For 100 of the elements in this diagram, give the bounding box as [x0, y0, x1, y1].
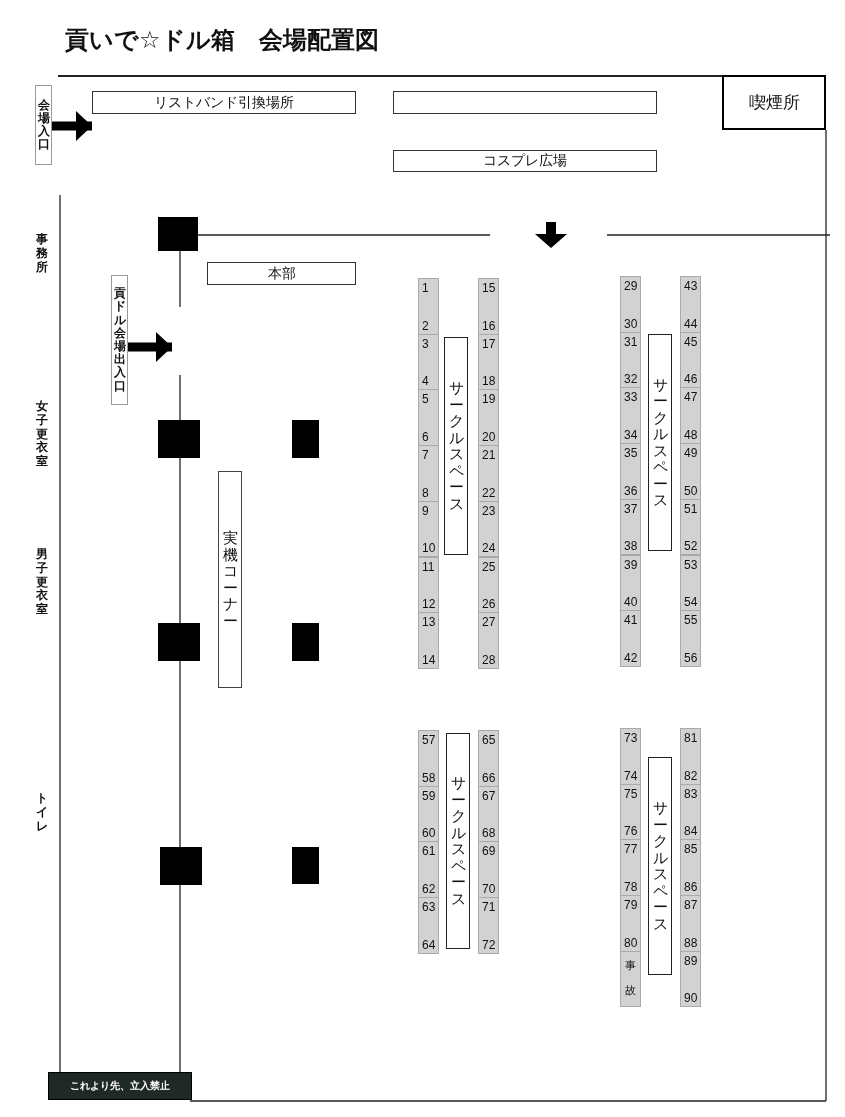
- booth-number: 66: [482, 770, 496, 785]
- area-label: サークルスペース: [448, 380, 464, 512]
- booth-cell: [418, 500, 439, 558]
- area-box: [92, 91, 356, 114]
- area-label: 本部: [267, 264, 296, 283]
- booth-cell: [620, 276, 641, 333]
- booth-cell: [680, 839, 701, 897]
- booth-number: 58: [422, 770, 436, 785]
- booth-number: 73: [624, 731, 638, 745]
- booth-number: 31: [624, 334, 638, 349]
- booth-number: 2: [422, 318, 429, 333]
- circle-space-box: [444, 337, 468, 555]
- booth-cell: [478, 389, 499, 447]
- booth-number: 90: [684, 991, 698, 1006]
- booth-cell: [478, 500, 499, 558]
- booth-number: 75: [624, 786, 638, 801]
- booth-number: 49: [684, 446, 698, 461]
- booth-label: 事故: [625, 957, 636, 999]
- booth-number: 79: [624, 898, 638, 913]
- booth-number: 29: [624, 279, 638, 293]
- booth-cell: [478, 278, 499, 335]
- booth-cell: [478, 333, 499, 391]
- booth-number: 62: [422, 882, 436, 897]
- booth-number: 74: [624, 768, 638, 783]
- area-label: コスプレ広場: [483, 152, 567, 170]
- booth-cell: [680, 331, 701, 389]
- booth-number: 9: [422, 503, 429, 518]
- booth-cell: [478, 556, 499, 614]
- booth-number: 70: [482, 882, 496, 897]
- booth-number: 30: [624, 316, 638, 331]
- booth-number: 22: [482, 485, 496, 500]
- area-label: リストバンド引換場所: [154, 93, 294, 112]
- booth-cell: [418, 445, 439, 502]
- booth-cell: [418, 841, 439, 899]
- booth-cell: [680, 276, 701, 333]
- area-label: 貢ドル会場出入口: [113, 287, 126, 393]
- booth-number: 71: [482, 900, 496, 915]
- booth-number: 17: [482, 336, 496, 351]
- booth-number: 43: [684, 279, 698, 293]
- booth-number: 7: [422, 448, 429, 463]
- booth-number: 72: [482, 937, 496, 952]
- booth-number: 18: [482, 374, 496, 389]
- booth-number: 8: [422, 485, 429, 500]
- booth-number: 39: [624, 557, 638, 572]
- booth-number: 36: [624, 483, 638, 498]
- booth-number: 56: [684, 650, 698, 665]
- booth-number: 5: [422, 392, 429, 407]
- booth-number: 78: [624, 880, 638, 895]
- booth-number: 40: [624, 595, 638, 610]
- booth-number: 42: [624, 650, 638, 665]
- booth-number: 32: [624, 372, 638, 387]
- booth-number: 4: [422, 374, 429, 389]
- booth-number: 46: [684, 372, 698, 387]
- entrance-sign: [111, 275, 128, 405]
- booth-number: 6: [422, 430, 429, 445]
- booth-number: 16: [482, 318, 496, 333]
- booth-cell: [680, 610, 701, 667]
- booth-number: 11: [422, 559, 435, 574]
- booth-number: 41: [624, 613, 638, 628]
- booth-cell: [418, 730, 439, 787]
- booth-number: 51: [684, 501, 698, 516]
- booth-number: 83: [684, 786, 698, 801]
- booth-number: 53: [684, 557, 698, 572]
- booth-cell: [620, 839, 641, 897]
- booth-number: 27: [482, 615, 496, 630]
- booth-number: 64: [422, 937, 436, 952]
- booth-cell: [418, 333, 439, 391]
- booth-number: 28: [482, 652, 496, 667]
- booth-cell: [418, 556, 439, 614]
- page-title: 貢いで☆ドル箱 会場配置図: [65, 25, 379, 56]
- booth-number: 25: [482, 559, 496, 574]
- empty-area-box: [393, 91, 657, 114]
- booth-cell: [680, 950, 701, 1008]
- area-box: [393, 150, 657, 172]
- booth-cell: [620, 331, 641, 389]
- booth-cell: [478, 785, 499, 843]
- booth-number: 26: [482, 597, 496, 612]
- booth-cell: [620, 554, 641, 612]
- booth-cell: [680, 895, 701, 952]
- entrance-sign: [35, 85, 52, 165]
- booth-cell: [478, 897, 499, 954]
- booth-cell: [680, 498, 701, 556]
- booth-number: 23: [482, 503, 496, 518]
- booth-cell: [478, 445, 499, 502]
- booth-number: 44: [684, 316, 698, 331]
- area-label: サークルスペース: [450, 775, 466, 907]
- booth-number: 45: [684, 334, 698, 349]
- room-label: トイレ: [36, 792, 48, 834]
- booth-cell: [418, 897, 439, 954]
- booth-number: 57: [422, 733, 436, 747]
- circle-space-box: [648, 334, 672, 551]
- booth-cell: [680, 554, 701, 612]
- booth-number: 81: [684, 731, 698, 745]
- booth-cell: [620, 783, 641, 841]
- booth-number: 14: [422, 652, 436, 667]
- booth-cell: [620, 387, 641, 445]
- entry-arrow: [52, 111, 92, 141]
- booth-number: 68: [482, 826, 496, 841]
- booth-number: 12: [422, 597, 436, 612]
- circle-space-box: [446, 733, 470, 949]
